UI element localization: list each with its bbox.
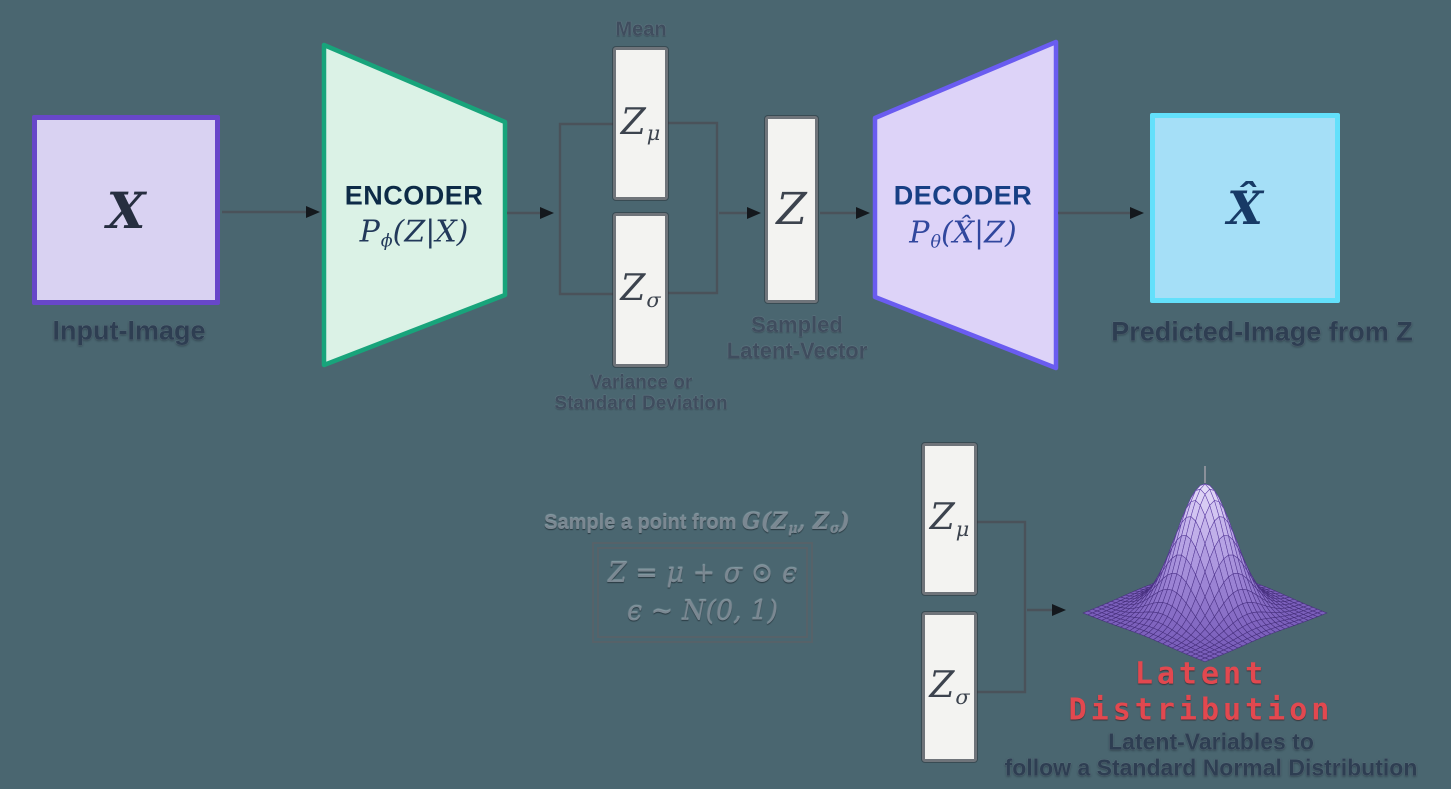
latent-distribution-caption-line2: follow a Standard Normal Distribution — [1004, 754, 1418, 781]
z-mu-label: Zμ — [620, 101, 661, 146]
z-sigma-label-bottom: Zσ — [929, 665, 970, 709]
predicted-image-caption: Predicted-Image from Z — [1111, 316, 1413, 347]
encoder-title: ENCODER — [344, 180, 484, 211]
formula-line2: ϵ ∼ N(0, 1) — [626, 595, 779, 627]
output-symbol: X̂ — [1227, 181, 1263, 235]
variance-caption-line2: Standard Deviation — [554, 393, 728, 414]
merge-bracket — [668, 121, 719, 295]
latent-distribution-title-line1: Latent — [1134, 656, 1268, 692]
decoder-formula: Pθ(X̂|Z) — [909, 215, 1017, 253]
mean-caption: Mean — [615, 18, 667, 41]
decoder-title: DECODER — [893, 180, 1033, 211]
connector-lines — [222, 121, 1144, 694]
z-mu-vector-top: Zμ — [613, 47, 668, 200]
sampling-caption: Sample a point from G(Zμ, Zσ) — [544, 509, 850, 537]
reparameterization-formula-box: Z = μ + σ ⊙ ϵ ϵ ∼ N(0, 1) — [592, 542, 813, 643]
encoder-formula: Pϕ(Z|X) — [359, 214, 469, 252]
encoder-trapezoid — [321, 42, 508, 368]
z-sigma-vector-top: Zσ — [613, 213, 668, 367]
sampled-latent-vector-box: Z — [765, 116, 818, 303]
latent-distribution-title-line2: Distribution — [1068, 692, 1334, 728]
input-image-caption: Input-Image — [52, 315, 206, 346]
z-label: Z — [776, 184, 807, 235]
z-mu-vector-bottom: Zμ — [922, 443, 977, 595]
formula-line1: Z = μ + σ ⊙ ϵ — [607, 558, 798, 590]
sampled-caption-line1: Sampled — [751, 312, 843, 337]
z-sigma-label: Zσ — [620, 268, 661, 312]
latent-distribution-caption-line1: Latent-Variables to — [1108, 728, 1314, 755]
z-mu-label-bottom: Zμ — [929, 497, 970, 541]
sampled-caption-line2: Latent-Vector — [726, 338, 868, 363]
bottom-merge-bracket — [977, 520, 1027, 694]
variance-caption-line1: Variance or — [589, 372, 693, 393]
gaussian-surface-illustration — [1082, 483, 1328, 663]
decoder-trapezoid — [872, 39, 1059, 371]
input-image-box: X — [32, 115, 220, 305]
split-bracket — [558, 122, 613, 296]
input-symbol: X — [106, 180, 146, 240]
z-sigma-vector-bottom: Zσ — [922, 612, 977, 762]
predicted-image-box: X̂ — [1150, 113, 1340, 303]
